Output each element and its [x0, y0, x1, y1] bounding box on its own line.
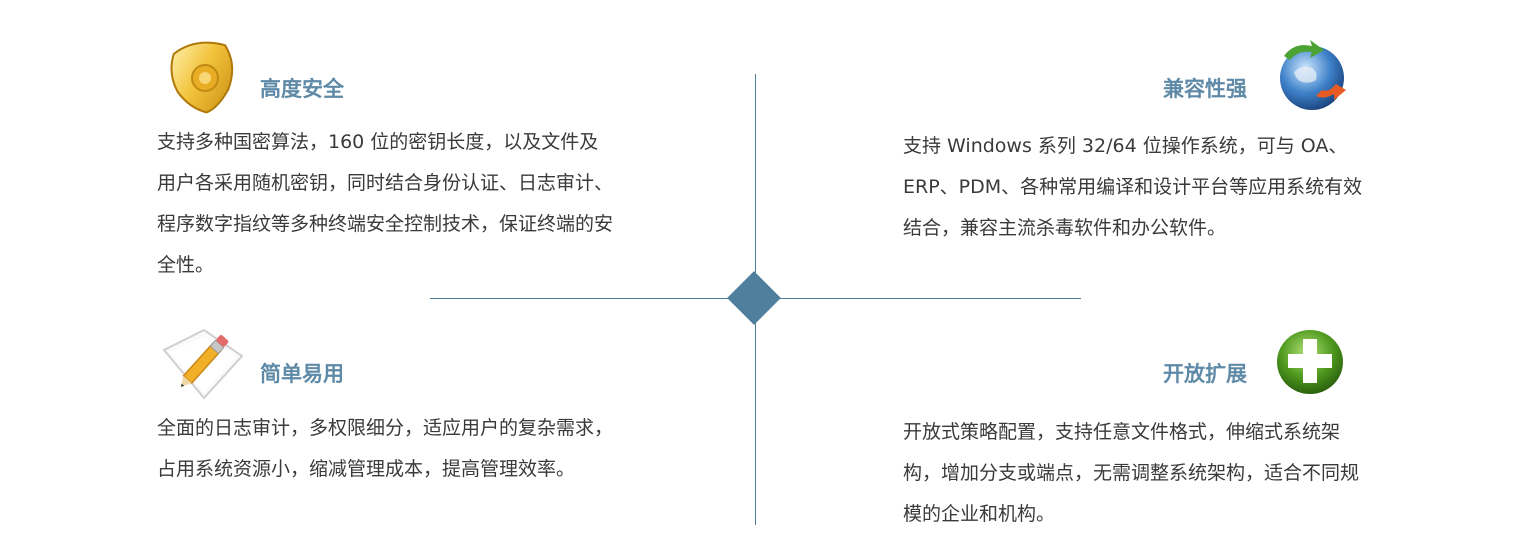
feature-desc-security: 支持多种国密算法，160 位的密钥长度，以及文件及用户各采用随机密钥，同时结合身… [157, 131, 614, 276]
pencil-paper-icon [160, 322, 246, 402]
center-diamond [727, 271, 781, 325]
green-plus-icon [1272, 322, 1350, 398]
feature-desc-compat: 支持 Windows 系列 32/64 位操作系统，可与 OA、ERP、PDM、… [903, 135, 1363, 239]
feature-title-compat: 兼容性强 [1163, 77, 1247, 101]
feature-title-extend: 开放扩展 [1163, 362, 1247, 386]
feature-title-easy: 简单易用 [260, 362, 344, 386]
police-badge-icon [165, 38, 245, 114]
feature-desc-easy: 全面的日志审计，多权限细分，适应用户的复杂需求，占用系统资源小，缩减管理成本，提… [157, 417, 614, 480]
feature-desc-extend: 开放式策略配置，支持任意文件格式，伸缩式系统架构，增加分支或端点，无需调整系统架… [903, 421, 1360, 525]
feature-title-security: 高度安全 [260, 77, 344, 101]
globe-refresh-icon [1272, 38, 1350, 114]
